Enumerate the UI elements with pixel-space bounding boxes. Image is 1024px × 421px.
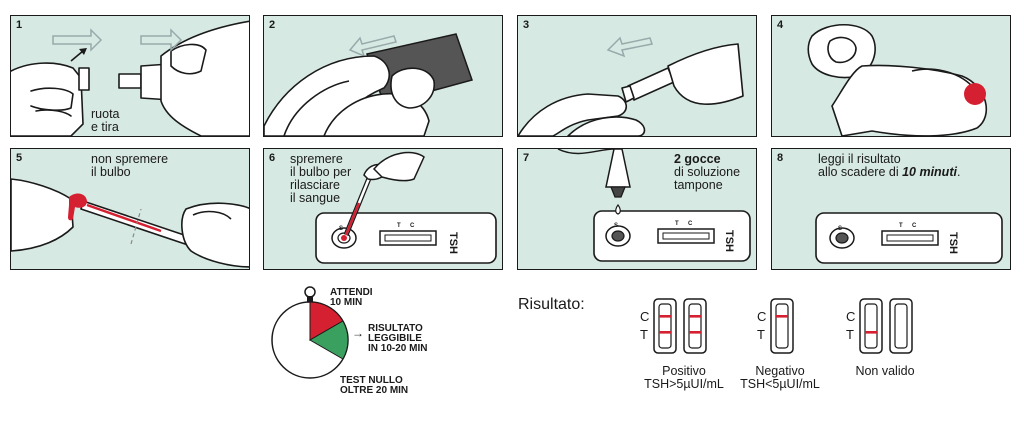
- step-2-panel: 2: [263, 15, 503, 137]
- caption-line: TSH<5µUI/mL: [740, 377, 820, 391]
- step-2-illustration: [264, 33, 473, 136]
- step-1-illustration: [11, 20, 249, 136]
- result-negative-caption: Negativo TSH<5µUI/mL: [725, 365, 835, 391]
- step-5-panel: 5 non spremere il bulbo: [10, 148, 250, 270]
- step-1-instruction: ruota e tira: [91, 108, 120, 134]
- step-4-illustration: [807, 24, 988, 136]
- red-line: [689, 331, 701, 334]
- result-negative: [770, 298, 796, 361]
- test-letter: T: [846, 327, 854, 342]
- instruction-line: spremere: [290, 152, 343, 166]
- instruction-line: rilasciare: [290, 178, 341, 192]
- instruction-line: leggi il risultato: [818, 152, 901, 166]
- step-8-panel: 8 leggi il risultato allo scadere di 10 …: [771, 148, 1011, 270]
- step-number: 2: [269, 19, 276, 31]
- step-5-instruction: non spremere il bulbo: [91, 153, 168, 179]
- control-line-label: C: [912, 223, 917, 229]
- step-number: 7: [523, 152, 530, 164]
- step-7-panel: 7 2 gocce di soluzione tampone S T C TSH: [517, 148, 757, 270]
- step-1-panel: 1 ruota e tira: [10, 15, 250, 137]
- invalid-label: TEST NULLO OLTRE 20 MIN: [340, 376, 408, 396]
- step-number: 6: [269, 152, 276, 164]
- timer-text: OLTRE 20 MIN: [340, 385, 409, 396]
- step-number: 5: [16, 152, 23, 164]
- step-4-panel: 4: [771, 15, 1011, 137]
- control-letter: C: [846, 309, 856, 324]
- red-line: [689, 315, 701, 318]
- stopwatch-stem: [307, 296, 313, 302]
- wait-label: ATTENDI 10 MIN: [330, 288, 373, 308]
- instruction-text: allo scadere di: [818, 165, 903, 179]
- instruction-line: ruota: [91, 107, 120, 121]
- step-3-panel: 3: [517, 15, 757, 137]
- result-invalid-caption: Non valido: [845, 365, 925, 378]
- red-line: [659, 331, 671, 334]
- control-line-label: C: [688, 221, 693, 227]
- step-6-panel: 6 spremere il bulbo per rilasciare il sa…: [263, 148, 503, 270]
- step-8-instruction: leggi il risultato allo scadere di 10 mi…: [818, 153, 960, 179]
- arrow-right-icon: →: [352, 326, 364, 340]
- step-number: 3: [523, 19, 530, 31]
- step-number: 4: [777, 19, 784, 31]
- step-6-illustration: [315, 151, 497, 264]
- instruction-line: tampone: [674, 178, 723, 192]
- timer-text: ATTENDI: [330, 287, 373, 298]
- sample-well-label: S: [339, 226, 344, 232]
- instruction-line-bold: 2 gocce: [674, 152, 721, 166]
- caption-line: Positivo: [662, 364, 706, 378]
- step-number: 1: [16, 19, 23, 31]
- test-line-label: T: [675, 221, 679, 227]
- timer-illustration: [271, 286, 349, 379]
- timer-text: 10 MIN: [330, 297, 363, 308]
- readable-segment: [309, 320, 349, 360]
- timer-text: TEST NULLO: [340, 375, 403, 386]
- timer-text: RISULTATO: [368, 323, 423, 334]
- instruction-line: non spremere: [91, 152, 169, 166]
- step-7-instruction: 2 gocce di soluzione tampone: [674, 153, 740, 192]
- red-line: [865, 331, 877, 334]
- instruction-line: il bulbo: [91, 165, 131, 179]
- result-strips: [653, 298, 707, 354]
- step-5-illustration: [11, 178, 249, 268]
- control-line-label: C: [410, 223, 415, 229]
- step-8-illustration: [815, 212, 1003, 264]
- test-letter: T: [757, 327, 765, 342]
- step-6-instruction: spremere il bulbo per rilasciare il sang…: [290, 153, 351, 205]
- test-line-label: T: [899, 223, 903, 229]
- results-heading: Risultato:: [518, 296, 585, 313]
- result-positive: [653, 298, 713, 361]
- result-positive-caption: Positivo TSH>5µUI/mL: [626, 365, 742, 391]
- control-letter: C: [640, 309, 650, 324]
- red-line: [776, 315, 788, 318]
- step-3-illustration: [518, 36, 744, 136]
- instruction-line: il bulbo per: [290, 165, 352, 179]
- result-strips: [859, 298, 913, 354]
- result-invalid: [859, 298, 919, 361]
- instruction-text: .: [956, 165, 961, 179]
- cassette-label: TSH: [947, 232, 959, 254]
- instruction-emphasis: 10 minuti: [902, 165, 957, 179]
- instruction-line: e tira: [91, 120, 119, 134]
- test-letter: T: [640, 327, 648, 342]
- step-7-illustration: [557, 149, 751, 262]
- readable-label: RISULTATO LEGGIBILE IN 10-20 MIN: [368, 324, 427, 354]
- cassette-label: TSH: [447, 232, 459, 254]
- instruction-line: di soluzione: [674, 165, 741, 179]
- timer-text: IN 10-20 MIN: [368, 343, 428, 354]
- stopwatch-crown-icon: [304, 286, 316, 298]
- caption-line: Non valido: [855, 364, 915, 378]
- step-number: 8: [777, 152, 784, 164]
- sample-well-label: S: [614, 223, 619, 229]
- timer-text: LEGGIBILE: [368, 333, 422, 344]
- caption-line: Negativo: [755, 364, 805, 378]
- instruction-line: il sangue: [290, 191, 341, 205]
- test-line-label: T: [397, 223, 401, 229]
- cassette-label: TSH: [723, 230, 735, 252]
- control-letter: C: [757, 309, 767, 324]
- red-line: [659, 315, 671, 318]
- sample-well-label: S: [838, 226, 843, 232]
- instruction-line: allo scadere di 10 minuti.: [818, 166, 960, 179]
- caption-line: TSH>5µUI/mL: [644, 377, 724, 391]
- result-strip: [770, 298, 794, 354]
